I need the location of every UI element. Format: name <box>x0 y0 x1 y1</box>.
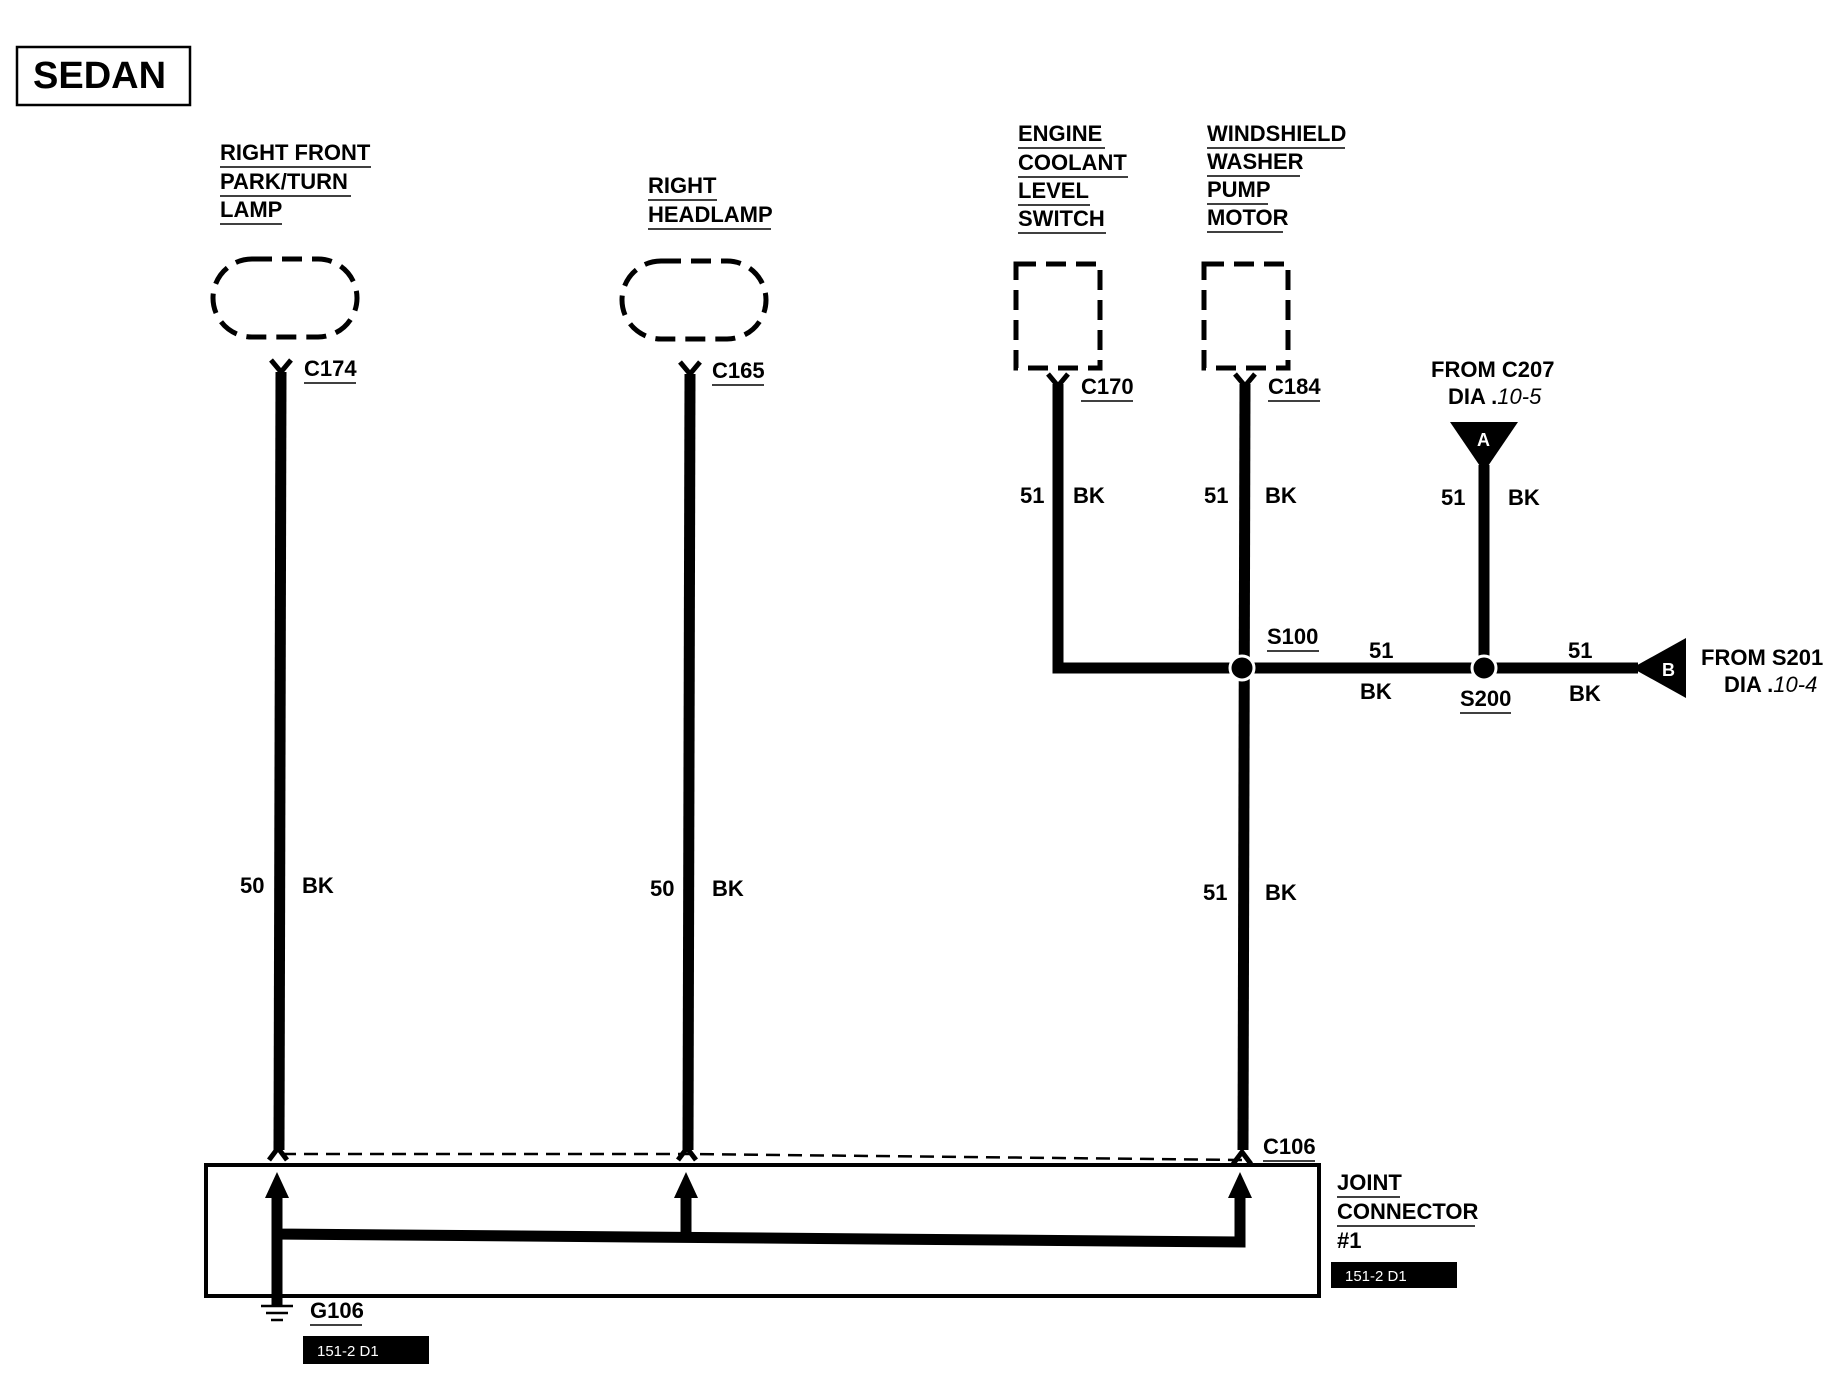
joint-ref-box <box>1331 1262 1457 1288</box>
connector-c174: C174 <box>304 356 357 381</box>
wire-color: BK <box>1569 681 1601 706</box>
label-line: ENGINE <box>1018 121 1102 146</box>
ground-ref-box <box>303 1336 429 1364</box>
offpage-connector-a: FROM C207 DIA .10-5 A <box>1431 357 1554 472</box>
joint-connector-bus <box>265 1172 1252 1306</box>
label-line: PARK/TURN <box>220 169 348 194</box>
connector-labels: C174 C165 C170 C184 C106 <box>304 356 1321 1162</box>
label-line: LEVEL <box>1018 178 1089 203</box>
wire-circuit: 51 <box>1204 483 1228 508</box>
coolant-switch-label: ENGINE COOLANT LEVEL SWITCH <box>1018 121 1128 234</box>
c165-fork <box>678 360 702 378</box>
connector-c170: C170 <box>1081 374 1134 399</box>
label-line: COOLANT <box>1018 150 1127 175</box>
splice-label: S100 <box>1267 624 1318 649</box>
wire-color: BK <box>302 873 334 898</box>
wire-coolant-switch <box>1052 384 1242 674</box>
label-line: RIGHT <box>648 173 717 198</box>
headlamp-outline <box>619 258 769 342</box>
splice-s100: S100 <box>1228 624 1319 682</box>
c106-fork-1 <box>267 1143 289 1162</box>
offpage-from: FROM C207 <box>1431 357 1554 382</box>
connector-c106: C106 <box>1263 1134 1316 1159</box>
joint-connector-label: JOINT CONNECTOR #1 151-2 D1 <box>1331 1170 1478 1288</box>
wire-color: BK <box>1073 483 1105 508</box>
wire-color: BK <box>1265 880 1297 905</box>
label-line: LAMP <box>220 197 282 222</box>
c170-fork <box>1046 372 1070 390</box>
c184-fork <box>1233 372 1257 390</box>
connector-forks <box>267 358 1257 1166</box>
offpage-dia: DIA .10-4 <box>1724 672 1817 697</box>
label-line: JOINT <box>1337 1170 1402 1195</box>
wire-color: BK <box>1508 485 1540 510</box>
offpage-connector-b: B FROM S201 DIA .10-4 <box>1632 638 1823 698</box>
park-turn-lamp-outline <box>210 256 360 340</box>
title: SEDAN <box>33 55 166 97</box>
wire-circuit: 50 <box>240 873 264 898</box>
wire-color: BK <box>712 876 744 901</box>
splice-label: S200 <box>1460 686 1511 711</box>
wire-circuit: 51 <box>1020 483 1044 508</box>
joint-ref: 151-2 D1 <box>1345 1268 1407 1285</box>
splice-dot <box>1228 654 1256 682</box>
ground-label: G106 <box>310 1298 364 1323</box>
wires <box>273 371 1638 1151</box>
offpage-dia: DIA .10-5 <box>1448 384 1542 409</box>
park-turn-lamp-label: RIGHT FRONT PARK/TURN LAMP <box>220 140 371 225</box>
washer-motor-label: WINDSHIELD WASHER PUMP MOTOR <box>1207 121 1346 233</box>
bus-arrow <box>674 1172 698 1198</box>
splice-s200: S200 <box>1460 654 1511 714</box>
connector-c165: C165 <box>712 358 765 383</box>
connector-c184: C184 <box>1268 374 1321 399</box>
label-line: WINDSHIELD <box>1207 121 1346 146</box>
coolant-switch-outline <box>1013 261 1103 371</box>
wire-headlamp <box>682 373 696 1151</box>
wire-washer-motor <box>1237 383 1251 1151</box>
wire-circuit: 51 <box>1203 880 1227 905</box>
offpage-letter: B <box>1662 660 1675 680</box>
offpage-from: FROM S201 <box>1701 645 1823 670</box>
label-line: SWITCH <box>1018 206 1105 231</box>
wire-circuit: 51 <box>1568 638 1592 663</box>
offpage-arrow <box>1450 422 1518 472</box>
label-line: WASHER <box>1207 149 1304 174</box>
headlamp-label: RIGHT HEADLAMP <box>648 173 773 230</box>
c106-dashed-line <box>282 1152 1244 1162</box>
c106-fork-2 <box>676 1143 698 1162</box>
wire-circuit: 51 <box>1441 485 1465 510</box>
offpage-letter: A <box>1477 430 1490 450</box>
c106-fork-3 <box>1231 1147 1253 1166</box>
c174-fork <box>269 358 293 376</box>
wire-color: BK <box>1265 483 1297 508</box>
title-box: SEDAN <box>15 45 192 107</box>
wire-labels: 50 BK 50 BK 51 BK 51 BK 51 BK 51 BK 51 B… <box>240 483 1601 905</box>
label-line: HEADLAMP <box>648 202 773 227</box>
wire-park-turn <box>273 371 287 1151</box>
bus-arrow <box>1228 1172 1252 1198</box>
wire-circuit: 51 <box>1369 638 1393 663</box>
label-line: #1 <box>1337 1228 1361 1253</box>
label-line: MOTOR <box>1207 205 1289 230</box>
bus-wire <box>271 1190 1246 1248</box>
splice-dot <box>1470 654 1498 682</box>
wire-color: BK <box>1360 679 1392 704</box>
label-line: PUMP <box>1207 177 1271 202</box>
offpage-arrow <box>1632 638 1686 698</box>
joint-connector-box <box>204 1163 1321 1298</box>
ground-ref: 151-2 D1 <box>317 1343 379 1360</box>
label-line: RIGHT FRONT <box>220 140 371 165</box>
washer-motor-outline <box>1201 261 1291 371</box>
ground-symbol <box>261 1304 293 1322</box>
bus-arrow <box>265 1172 289 1198</box>
wire-circuit: 50 <box>650 876 674 901</box>
label-line: CONNECTOR <box>1337 1199 1478 1224</box>
ground-g106: G106 151-2 D1 <box>303 1298 429 1364</box>
